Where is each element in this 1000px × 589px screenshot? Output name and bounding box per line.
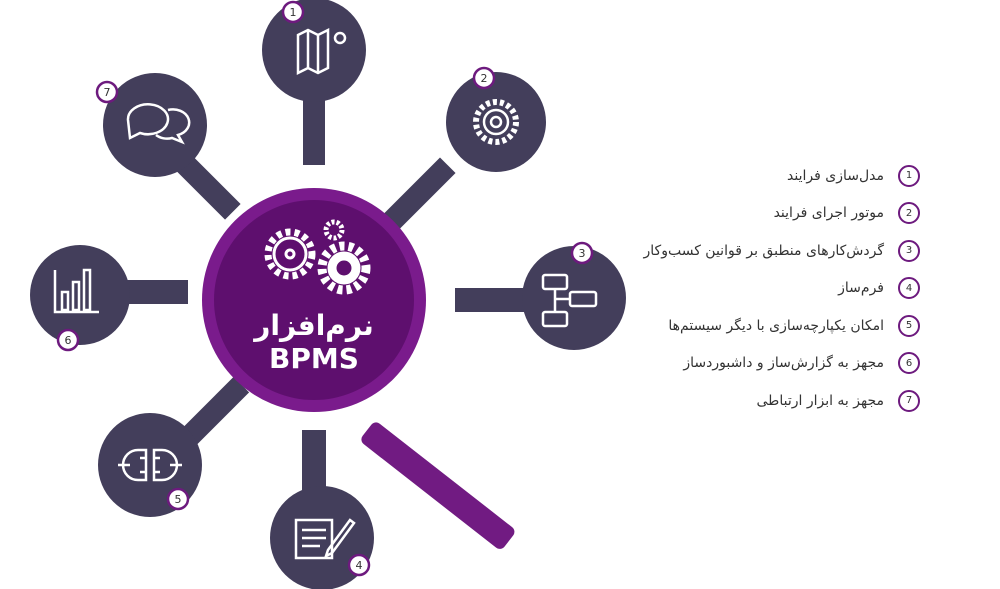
feature-item: 2 موتور اجرای فرایند <box>520 195 920 233</box>
gears-icon <box>264 219 371 295</box>
feature-label: امکان یکپارچه‌سازی با دیگر سیستم‌ها <box>668 317 884 334</box>
feature-number: 7 <box>898 389 920 412</box>
center-title-fa: نرم‌افزار <box>252 309 374 342</box>
node-3 <box>522 246 626 350</box>
feature-number: 6 <box>898 352 920 375</box>
center-title-en: BPMS <box>269 342 359 375</box>
node-7 <box>103 73 207 177</box>
feature-number: 4 <box>898 277 920 300</box>
feature-label: گردش‌کارهای منطبق بر قوانین کسب‌وکار <box>643 242 885 259</box>
node-badge-7: 7 <box>104 86 111 99</box>
gear-icon <box>473 99 519 145</box>
plug-icon <box>118 448 182 482</box>
feature-item: 6 مجهز به گزارش‌ساز و داشبوردساز <box>520 345 920 383</box>
node-badge-5: 5 <box>175 493 182 506</box>
node-badges <box>56 0 594 577</box>
chat-icon <box>126 103 191 145</box>
feature-number: 5 <box>898 314 920 337</box>
node-6 <box>30 245 130 345</box>
feature-label: مجهز به گزارش‌ساز و داشبوردساز <box>683 355 884 372</box>
node-badge-2: 2 <box>481 72 488 85</box>
feature-number: 3 <box>898 239 920 262</box>
feature-item: 1 مدل‌سازی فرایند <box>520 157 920 195</box>
feature-label: فرم‌ساز <box>838 280 884 297</box>
node-badge-1: 1 <box>290 6 297 19</box>
feature-label: مجهز به ابزار ارتباطی <box>756 392 884 409</box>
connector-3 <box>455 288 530 312</box>
node-2 <box>446 72 546 172</box>
magnifier-handle <box>361 422 515 549</box>
flowchart-icon <box>541 273 598 328</box>
feature-item: 5 امکان یکپارچه‌سازی با دیگر سیستم‌ها <box>520 307 920 345</box>
feature-item: 7 مجهز به ابزار ارتباطی <box>520 382 920 420</box>
feature-label: موتور اجرای فرایند <box>773 205 884 222</box>
node-badge-6: 6 <box>65 334 72 347</box>
feature-number: 2 <box>898 202 920 225</box>
map-pin-icon <box>296 27 347 76</box>
node-1 <box>262 0 366 102</box>
node-badge-4: 4 <box>356 559 363 572</box>
feature-label: مدل‌سازی فرایند <box>787 167 884 184</box>
bar-chart-icon <box>53 268 99 314</box>
feature-item: 3 گردش‌کارهای منطبق بر قوانین کسب‌وکار <box>520 232 920 270</box>
feature-list: 1 مدل‌سازی فرایند 2 موتور اجرای فرایند 3 گر… <box>520 157 920 420</box>
node-badge-3: 3 <box>579 247 586 260</box>
connector-1 <box>303 90 325 165</box>
feature-number: 1 <box>898 164 920 187</box>
feature-item: 4 فرم‌ساز <box>520 270 920 308</box>
magnifier-lens <box>214 200 414 400</box>
form-edit-icon <box>294 518 356 560</box>
